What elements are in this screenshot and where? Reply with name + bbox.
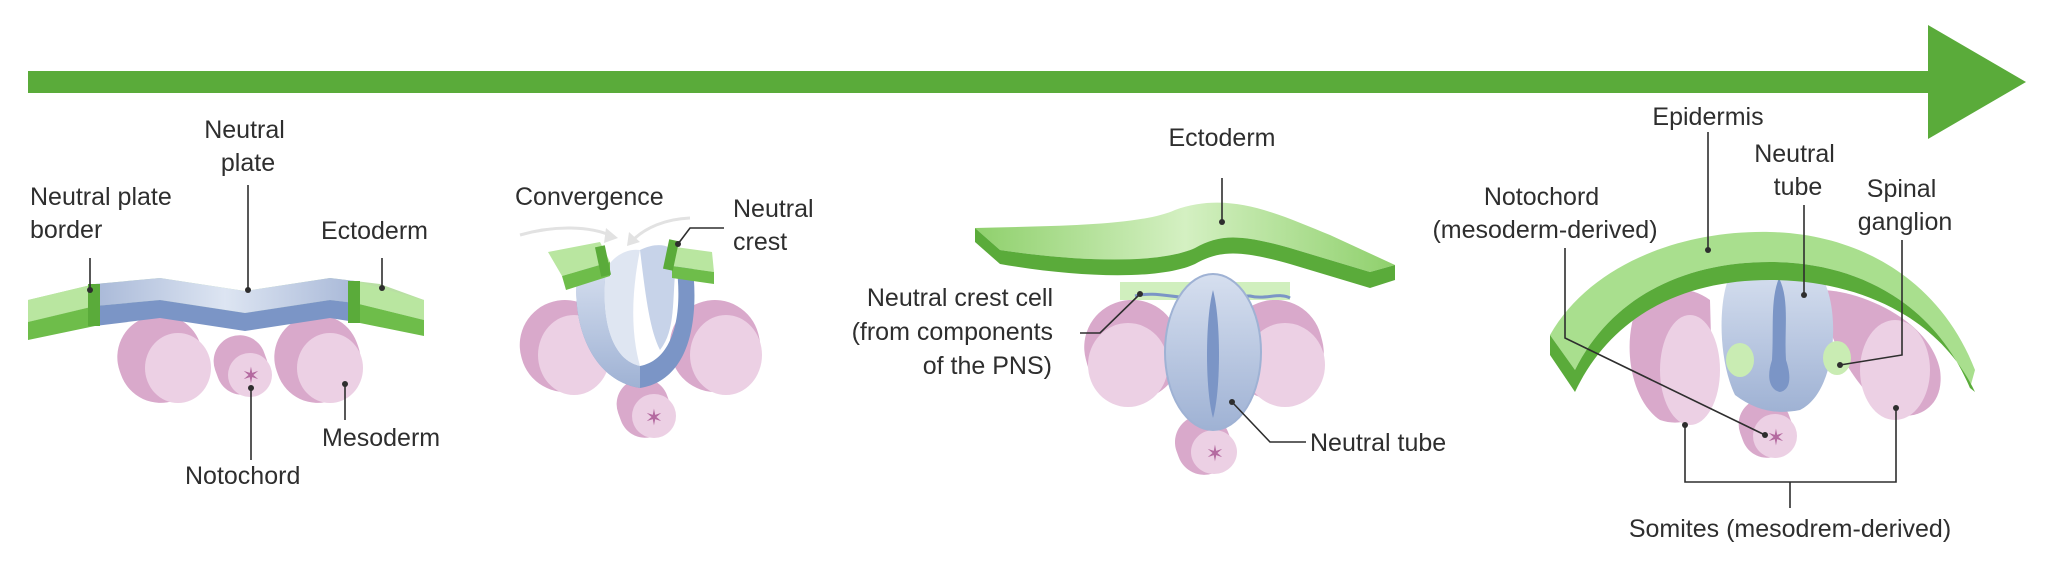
notochord-star-icon: ✶ xyxy=(1206,442,1224,467)
notochord-star-icon: ✶ xyxy=(242,364,260,389)
neural-tube-4 xyxy=(1721,267,1834,412)
spinal-ganglion-right xyxy=(1823,341,1851,375)
neural-fold xyxy=(576,245,695,388)
label-neutral-tube-4: Neutral tube xyxy=(1754,140,1842,201)
mesoderm-left xyxy=(117,314,211,403)
neural-plate xyxy=(28,278,424,340)
label-neutral-crest: Neutral crest xyxy=(733,195,821,256)
stage-2-convergence: ✶ Convergence Neutral xyxy=(515,183,821,438)
notochord-2 xyxy=(616,378,676,438)
label-ectoderm-1: Ectoderm xyxy=(321,217,428,245)
convergence-arrows xyxy=(519,216,691,246)
ectoderm-flaps xyxy=(548,239,714,290)
label-neutral-tube-3: Neutral tube xyxy=(1310,429,1446,457)
label-somites: Somites (mesodrem-derived) xyxy=(1629,515,1951,543)
label-notochord-4: Notochord (mesoderm-derived) xyxy=(1432,183,1657,244)
somite-left xyxy=(1629,288,1720,425)
notochord xyxy=(213,335,272,397)
label-convergence: Convergence xyxy=(515,183,664,211)
label-neutral-crest-cell: Neutral crest cell (from components of t… xyxy=(852,284,1060,380)
spinal-ganglion-left xyxy=(1726,343,1754,377)
notochord-star-icon: ✶ xyxy=(1767,426,1785,451)
label-mesoderm: Mesoderm xyxy=(322,424,440,452)
label-notochord-1: Notochord xyxy=(185,462,300,490)
label-neutral-plate-border: Neutral plate border xyxy=(30,183,179,244)
notochord-4 xyxy=(1738,398,1797,458)
notochord-star-icon: ✶ xyxy=(645,406,663,431)
neural-tube-3 xyxy=(1164,273,1262,431)
stage-3-neural-tube: ✶ Ectoderm Neutral crest cell (from comp xyxy=(852,124,1446,475)
epidermis xyxy=(1550,231,1975,392)
ectoderm-sheet xyxy=(975,202,1395,288)
label-epidermis: Epidermis xyxy=(1652,103,1763,131)
label-ectoderm-3: Ectoderm xyxy=(1169,124,1276,152)
somite-right xyxy=(1820,290,1941,420)
label-neutral-plate: Neutral plate xyxy=(204,116,292,177)
stage-4-completed: ✶ Epidermis Notochord (me xyxy=(1432,103,1975,543)
label-spinal-ganglion: Spinal ganglion xyxy=(1858,175,1953,236)
progress-arrow xyxy=(28,25,2026,139)
stage-1-neural-plate: ✶ Neutral plate border Neu xyxy=(28,116,440,490)
